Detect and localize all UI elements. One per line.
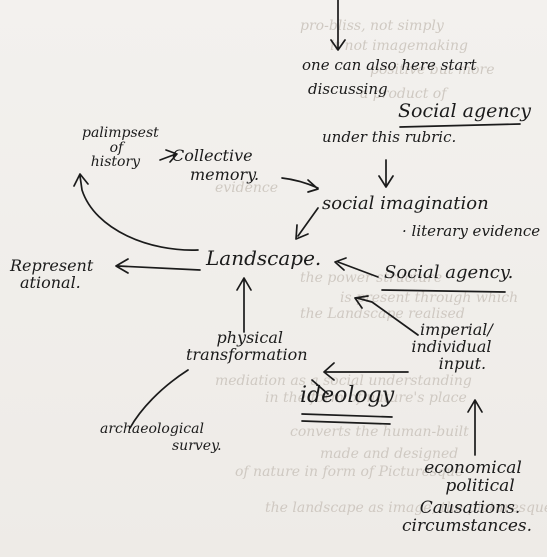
collective-memory: Collective memory. bbox=[172, 146, 260, 184]
bleed-line: the landscape as image, the picturesque bbox=[265, 500, 547, 516]
arrow-causations-to-imperial bbox=[467, 399, 483, 456]
arrow-landscape-to-palimpsest bbox=[73, 173, 199, 251]
rubric-note: under this rubric. bbox=[322, 128, 457, 146]
bleed-line: made and designed bbox=[320, 446, 459, 462]
bleed-line: of nature in form of Picturesque bbox=[235, 464, 464, 480]
causations-line: political bbox=[445, 475, 515, 496]
ideology-node: ideology bbox=[300, 383, 395, 408]
physical-transformation: physical transformation bbox=[186, 328, 308, 364]
top-note-line1: one can also here start bbox=[302, 56, 477, 74]
representational-line: Represent bbox=[10, 256, 94, 275]
imperial-line: input. bbox=[438, 353, 487, 373]
arrow-agency-to-landscape bbox=[334, 257, 379, 278]
arrow-landscape-to-representational bbox=[115, 258, 201, 274]
archaeological-survey: archaeological survey. bbox=[100, 422, 222, 453]
representational-node: Represent ational. bbox=[10, 256, 94, 292]
causations-node: economical political Causations. circums… bbox=[402, 458, 532, 535]
causations-line: circumstances. bbox=[402, 515, 533, 536]
causations-line: economical bbox=[424, 458, 522, 478]
arrow-memory-to-imagination bbox=[281, 177, 319, 193]
bleed-line: evidence bbox=[215, 180, 279, 196]
social-agency-title: Social agency bbox=[398, 100, 531, 122]
causations-line: Causations. bbox=[419, 497, 521, 518]
archaeological-line: survey. bbox=[172, 437, 222, 454]
arrow-top-down bbox=[330, 0, 346, 51]
palimpsest-of-history: palimpsest of history bbox=[82, 126, 159, 170]
physical-line: physical bbox=[216, 328, 284, 347]
social-imagination: social imagination bbox=[322, 193, 489, 214]
bleed-line: the Landscape realised bbox=[300, 306, 465, 322]
arrow-physical-to-archaeological bbox=[129, 369, 189, 429]
arrow-physical-to-landscape bbox=[236, 277, 252, 333]
bleed-line: the power structure bbox=[300, 270, 443, 286]
bleed-line: in the form of nature's place bbox=[265, 390, 467, 406]
bleed-line: mediation as a social understanding bbox=[215, 373, 472, 389]
arrow-rubric-down bbox=[378, 159, 394, 188]
bleed-line: positive but more bbox=[370, 62, 495, 78]
arrow-imagination-to-landscape bbox=[295, 207, 319, 240]
collective-line: Collective bbox=[172, 146, 253, 165]
arrow-imperial-to-physical bbox=[323, 362, 409, 381]
bleed-line: is present through which bbox=[340, 290, 519, 306]
imperial-input: imperial/ individual input. bbox=[410, 320, 493, 373]
palimpsest-line: of bbox=[109, 139, 124, 156]
top-note-line2: discussing bbox=[308, 80, 388, 98]
representational-line: ational. bbox=[20, 272, 81, 292]
palimpsest-line: palimpsest bbox=[82, 125, 159, 141]
social-agency-underline bbox=[399, 123, 521, 128]
archaeological-line: archaeological bbox=[100, 421, 204, 437]
imperial-line: imperial/ bbox=[420, 320, 493, 339]
arrow-ideology-to-physical bbox=[311, 379, 329, 395]
bleed-line: pro-bliss, not simply bbox=[300, 18, 444, 34]
imperial-line: individual bbox=[411, 336, 492, 356]
arrow-imperial-to-agency bbox=[354, 295, 419, 336]
collective-line: memory. bbox=[190, 164, 260, 184]
social-agency-node: Social agency. bbox=[384, 262, 514, 283]
arrow-palimpsest-to-collective bbox=[159, 149, 178, 163]
agency-underline bbox=[381, 289, 506, 293]
literary-evidence: · literary evidence bbox=[402, 222, 541, 240]
ideology-underline bbox=[301, 413, 393, 425]
landscape-node: Landscape. bbox=[206, 246, 322, 270]
bleed-line: converts the human-built bbox=[290, 424, 469, 440]
bleed-line: a product of bbox=[360, 86, 447, 102]
bleed-line: it not imagemaking bbox=[330, 38, 468, 54]
physical-line: transformation bbox=[186, 344, 308, 364]
palimpsest-line: history bbox=[90, 154, 141, 171]
